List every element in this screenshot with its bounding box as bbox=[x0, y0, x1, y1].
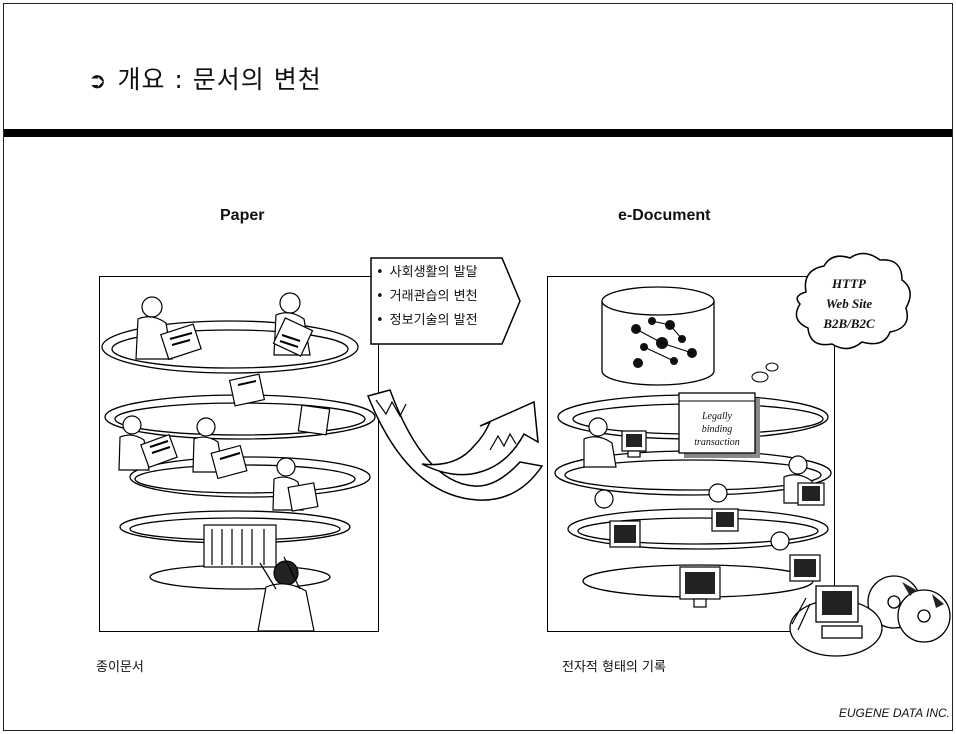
reason-item: 사회생활의 발달 bbox=[376, 261, 478, 285]
web-site-cloud: HTTP Web Site B2B/B2C bbox=[786, 252, 912, 356]
cloud-line: HTTP bbox=[832, 276, 866, 291]
cloud-shape-icon bbox=[795, 252, 911, 350]
title-text: 개요 : 문서의 변천 bbox=[117, 65, 322, 94]
document-line: transaction bbox=[694, 437, 740, 448]
reason-item: 거래관습의 변천 bbox=[376, 285, 478, 309]
title-bullet-icon: ➲ bbox=[88, 69, 108, 94]
cloud-text: HTTP Web Site B2B/B2C bbox=[786, 274, 912, 334]
document-line: Legally bbox=[702, 411, 732, 422]
title-rule bbox=[4, 129, 952, 137]
legal-document: Legally binding transaction bbox=[678, 392, 762, 460]
cloud-line: B2B/B2C bbox=[823, 316, 875, 331]
reasons-callout: 사회생활의 발달 거래관습의 변천 정보기술의 발전 bbox=[370, 257, 522, 345]
computer-discs-icon bbox=[789, 575, 951, 657]
document-icon bbox=[678, 392, 760, 458]
paper-header: Paper bbox=[220, 207, 265, 224]
company-footer: EUGENE DATA INC. bbox=[838, 706, 950, 720]
slide: ➲ 개요 : 문서의 변천 Paper e-Document bbox=[3, 3, 953, 731]
paper-caption: 종이문서 bbox=[96, 660, 144, 675]
cloud-line: Web Site bbox=[825, 296, 873, 311]
reason-item: 정보기술의 발전 bbox=[376, 309, 478, 333]
slide-title: ➲ 개요 : 문서의 변천 bbox=[88, 60, 322, 96]
document-text: Legally binding transaction bbox=[678, 410, 756, 449]
document-line: binding bbox=[701, 424, 733, 435]
paper-panel bbox=[99, 276, 379, 632]
reasons-list: 사회생활의 발달 거래관습의 변천 정보기술의 발전 bbox=[376, 261, 478, 333]
edocument-header: e-Document bbox=[618, 207, 711, 224]
paper-office-illustration bbox=[101, 292, 376, 632]
transition-arrow-icon bbox=[366, 389, 544, 501]
edocument-caption: 전자적 형태의 기록 bbox=[562, 660, 666, 675]
edocument-panel bbox=[547, 276, 835, 632]
